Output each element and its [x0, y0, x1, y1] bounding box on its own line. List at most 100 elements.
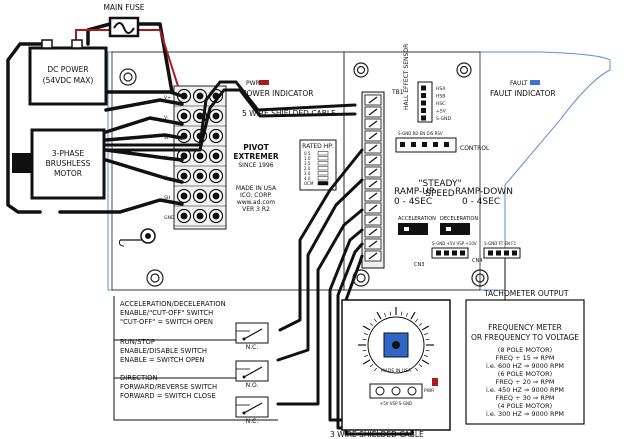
power-wires: [6, 22, 184, 214]
motor-line1: 3-PHASE: [52, 149, 85, 158]
svg-text:SINCE 1996: SINCE 1996: [238, 162, 273, 169]
control-pin: [444, 142, 449, 147]
hp-dip[interactable]: [317, 166, 329, 171]
switch-contact-box[interactable]: [235, 322, 269, 344]
svg-text:ICO. CORP.: ICO. CORP.: [240, 192, 272, 199]
hall-pin-label: S-GND: [436, 116, 451, 122]
connector-pin: [436, 250, 441, 256]
dc-power-supply: [28, 46, 108, 106]
dial-tick: [424, 333, 429, 336]
switch-contact-type: N.C.: [246, 344, 259, 351]
hall-pin: [421, 85, 426, 91]
terminal-screw-head: [196, 172, 204, 180]
switch-description: ENABLE/DISABLE SWITCH: [120, 347, 207, 355]
dial-tick: [384, 312, 387, 317]
fault-indicator-small: FAULT: [510, 80, 528, 87]
hall-pin-label: HSC: [436, 101, 445, 107]
switch-contact-type: N.O.: [246, 382, 259, 389]
hp-dip[interactable]: [317, 156, 329, 161]
connector-pin: [496, 250, 501, 256]
speed-label: SPEED: [425, 189, 455, 199]
hp-value: 0.5: [304, 151, 311, 156]
steady-label: "STEADY": [418, 179, 461, 189]
power-indicator-small: PWR: [246, 80, 260, 87]
power-indicator-label: POWER INDICATOR: [242, 89, 313, 98]
freq-line: i.e. 450 HZ ⇒ 9000 RPM: [486, 386, 564, 394]
control-terminal-slot: [368, 132, 378, 140]
tb-label: TB1: [391, 89, 404, 96]
control-terminal-slot: [368, 120, 378, 128]
tachometer-label: TACHOMETER OUTPUT: [483, 289, 569, 298]
terminal-screw-head: [180, 212, 188, 220]
dial-tick: [424, 354, 429, 357]
switch-contact-pivot: [242, 337, 246, 341]
switch-contact-type: N.C.: [246, 418, 259, 425]
terminal-screw-head: [196, 192, 204, 200]
hall-pin: [421, 100, 426, 106]
decel-trimmer: [440, 223, 470, 235]
dc-terminal-pos: [71, 39, 83, 49]
switch-description: "CUT-OFF" = SWITCH OPEN: [120, 318, 213, 326]
control-terminal-slot: [368, 240, 378, 248]
freq-line: (6 POLE MOTOR): [498, 370, 552, 378]
control-pin: [411, 142, 416, 147]
terminal-screw-head: [196, 212, 204, 220]
pot-dial: [367, 316, 425, 374]
hp-value: 3.0: [304, 171, 311, 176]
hp-dip[interactable]: [317, 151, 329, 156]
svg-text:PIVOT: PIVOT: [243, 143, 269, 152]
connector-pin: [452, 250, 457, 256]
connector-pin: [460, 250, 465, 256]
terminal-screw-head: [180, 112, 188, 120]
hall-pin: [421, 108, 426, 113]
switch-contact-box[interactable]: [235, 396, 269, 418]
hp-dip[interactable]: [317, 176, 329, 181]
pot-terminals: [369, 383, 423, 399]
pot-pins-label: +5V VSP S-GND: [380, 401, 412, 406]
switch-description: FORWARD = SWITCH CLOSE: [120, 392, 216, 400]
control-terminal-slot: [368, 108, 378, 116]
phase-label: SH: [164, 195, 170, 201]
connector-pin: [512, 250, 517, 256]
shielded-5-label: 5 WIRE SHIELDED CABLE: [242, 109, 336, 118]
accel-trimmer: [398, 223, 428, 235]
frequency-box: [465, 299, 585, 425]
hp-dip[interactable]: [317, 161, 329, 166]
terminal-screw-head: [212, 152, 220, 160]
power-indicator-led: [259, 80, 269, 85]
dial-tick: [369, 322, 374, 326]
svg-text:MADE IN USA: MADE IN USA: [236, 185, 277, 192]
dial-tick: [418, 364, 423, 368]
switches: ACCELERATION/DECELERATIONENABLE/"CUT-OFF…: [120, 300, 269, 425]
switch-contact-box[interactable]: [235, 360, 269, 382]
switch-contact-blade: [243, 366, 263, 378]
dial-tick: [421, 325, 430, 331]
hp-dip[interactable]: [317, 171, 329, 176]
hall-pin-label: HSA: [436, 86, 446, 92]
terminal-screw-head: [196, 152, 204, 160]
motor-line3: MOTOR: [54, 169, 82, 178]
control-terminal-screws: [364, 94, 382, 262]
hp-dip[interactable]: [317, 181, 329, 186]
logo: PIVOT EXTREMER SINCE 1996 MADE IN USA IC…: [233, 143, 279, 213]
freq-line: (4 POLE MOTOR): [498, 402, 552, 410]
cn4-connector: [483, 247, 521, 259]
control-pin: [422, 142, 427, 147]
fuse-element: [113, 22, 135, 34]
svg-text:EXTREMER: EXTREMER: [233, 152, 279, 161]
hp-value: 4.0: [304, 176, 311, 181]
power-terminal-screws: [174, 88, 226, 227]
freq-title1: FREQUENCY METER: [488, 323, 562, 332]
dial-tick: [362, 349, 367, 352]
control-pin: [400, 142, 405, 147]
connector-pin: [444, 250, 449, 256]
switch-contact-pivot: [242, 411, 246, 415]
switch-description: ENABLE/"CUT-OFF" SWITCH: [120, 309, 213, 317]
dial-tick: [362, 338, 367, 341]
terminal-screw-head: [180, 152, 188, 160]
switch-description: RUN/STOP: [120, 338, 155, 346]
cn3-label: CN3: [414, 262, 424, 268]
terminal-screw-head: [180, 172, 188, 180]
